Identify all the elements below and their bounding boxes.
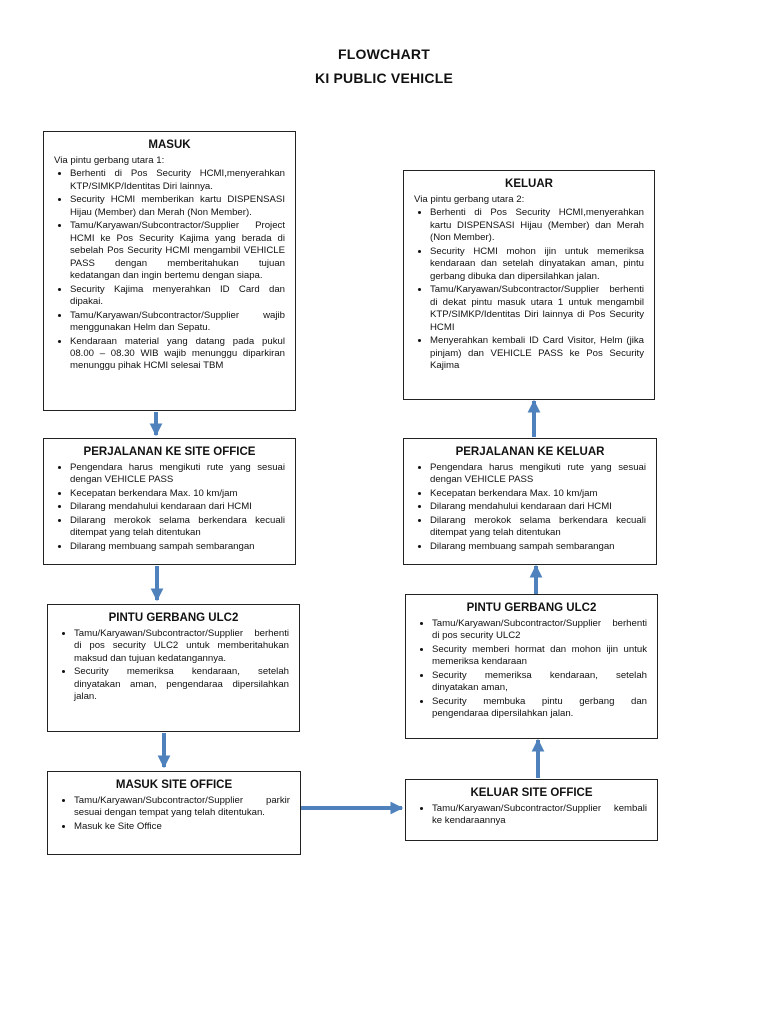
box-intro: Via pintu gerbang utara 2:: [414, 193, 525, 205]
bullet-list: Tamu/Karyawan/Subcontractor/Supplier kem…: [416, 803, 647, 828]
box-intro: Via pintu gerbang utara 1:: [54, 154, 165, 166]
list-item: Dilarang mendahului kendaraan dari HCMI: [70, 501, 285, 513]
list-item: Tamu/Karyawan/Subcontractor/Supplier ber…: [430, 284, 644, 334]
bullet-list: Pengendara harus mengikuti rute yang ses…: [414, 462, 646, 553]
list-item: Berhenti di Pos Security HCMI,menyerahka…: [430, 207, 644, 244]
bullet-list: Tamu/Karyawan/Subcontractor/Supplier ber…: [416, 618, 647, 721]
list-item: Kecepatan berkendara Max. 10 km/jam: [70, 488, 285, 500]
list-item: Pengendara harus mengikuti rute yang ses…: [430, 462, 646, 487]
list-item: Berhenti di Pos Security HCMI,menyerahka…: [70, 168, 285, 193]
box-perjalanan-keluar: PERJALANAN KE KELUAR Pengendara harus me…: [403, 438, 657, 565]
list-item: Menyerahkan kembali ID Card Visitor, Hel…: [430, 335, 644, 372]
box-masuk: MASUK Via pintu gerbang utara 1: Berhent…: [43, 131, 296, 411]
box-title: MASUK SITE OFFICE: [115, 779, 233, 791]
box-perjalanan-site-office: PERJALANAN KE SITE OFFICE Pengendara har…: [43, 438, 296, 565]
list-item: Tamu/Karyawan/Subcontractor/Supplier ber…: [432, 618, 647, 643]
list-item: Security memeriksa kendaraan, setelah di…: [74, 666, 289, 703]
box-title: KELUAR: [505, 178, 553, 190]
box-masuk-site-office: MASUK SITE OFFICE Tamu/Karyawan/Subcontr…: [47, 771, 301, 855]
list-item: Security HCMI mohon ijin untuk memeriksa…: [430, 246, 644, 283]
list-item: Tamu/Karyawan/Subcontractor/Supplier ber…: [74, 628, 289, 665]
list-item: Dilarang mendahului kendaraan dari HCMI: [430, 501, 646, 513]
box-pintu-gerbang-masuk: PINTU GERBANG ULC2 Tamu/Karyawan/Subcont…: [47, 604, 300, 732]
list-item: Kendaraan material yang datang pada puku…: [70, 336, 285, 373]
list-item: Dilarang membuang sampah sembarangan: [70, 541, 285, 553]
box-title: PINTU GERBANG ULC2: [466, 602, 597, 614]
flowchart-subtitle: KI PUBLIC VEHICLE: [315, 70, 453, 86]
list-item: Tamu/Karyawan/Subcontractor/Supplier kem…: [432, 803, 647, 828]
list-item: Kecepatan berkendara Max. 10 km/jam: [430, 488, 646, 500]
bullet-list: Berhenti di Pos Security HCMI,menyerahka…: [414, 207, 644, 372]
list-item: Security memeriksa kendaraan, setelah di…: [432, 670, 647, 695]
list-item: Tamu/Karyawan/Subcontractor/Supplier Pro…: [70, 220, 285, 282]
bullet-list: Tamu/Karyawan/Subcontractor/Supplier par…: [58, 795, 290, 833]
box-title: MASUK: [148, 139, 191, 151]
box-pintu-gerbang-keluar: PINTU GERBANG ULC2 Tamu/Karyawan/Subcont…: [405, 594, 658, 739]
box-title: PINTU GERBANG ULC2: [108, 612, 239, 624]
list-item: Dilarang membuang sampah sembarangan: [430, 541, 646, 553]
list-item: Security HCMI memberikan kartu DISPENSAS…: [70, 194, 285, 219]
box-title: PERJALANAN KE SITE OFFICE: [83, 446, 256, 458]
list-item: Dilarang merokok selama berkendara kecua…: [430, 515, 646, 540]
list-item: Security Kajima menyerahkan ID Card dan …: [70, 284, 285, 309]
list-item: Tamu/Karyawan/Subcontractor/Supplier waj…: [70, 310, 285, 335]
list-item: Security memberi hormat dan mohon ijin u…: [432, 644, 647, 669]
box-keluar: KELUAR Via pintu gerbang utara 2: Berhen…: [403, 170, 655, 400]
box-keluar-site-office: KELUAR SITE OFFICE Tamu/Karyawan/Subcont…: [405, 779, 658, 841]
box-title: KELUAR SITE OFFICE: [470, 787, 593, 799]
list-item: Security membuka pintu gerbang dan penge…: [432, 696, 647, 721]
box-title: PERJALANAN KE KELUAR: [455, 446, 605, 458]
bullet-list: Pengendara harus mengikuti rute yang ses…: [54, 462, 285, 553]
flowchart-title: FLOWCHART: [337, 46, 430, 62]
bullet-list: Berhenti di Pos Security HCMI,menyerahka…: [54, 168, 285, 373]
list-item: Tamu/Karyawan/Subcontractor/Supplier par…: [74, 795, 290, 820]
bullet-list: Tamu/Karyawan/Subcontractor/Supplier ber…: [58, 628, 289, 704]
list-item: Masuk ke Site Office: [74, 821, 290, 833]
list-item: Pengendara harus mengikuti rute yang ses…: [70, 462, 285, 487]
list-item: Dilarang merokok selama berkendara kecua…: [70, 515, 285, 540]
